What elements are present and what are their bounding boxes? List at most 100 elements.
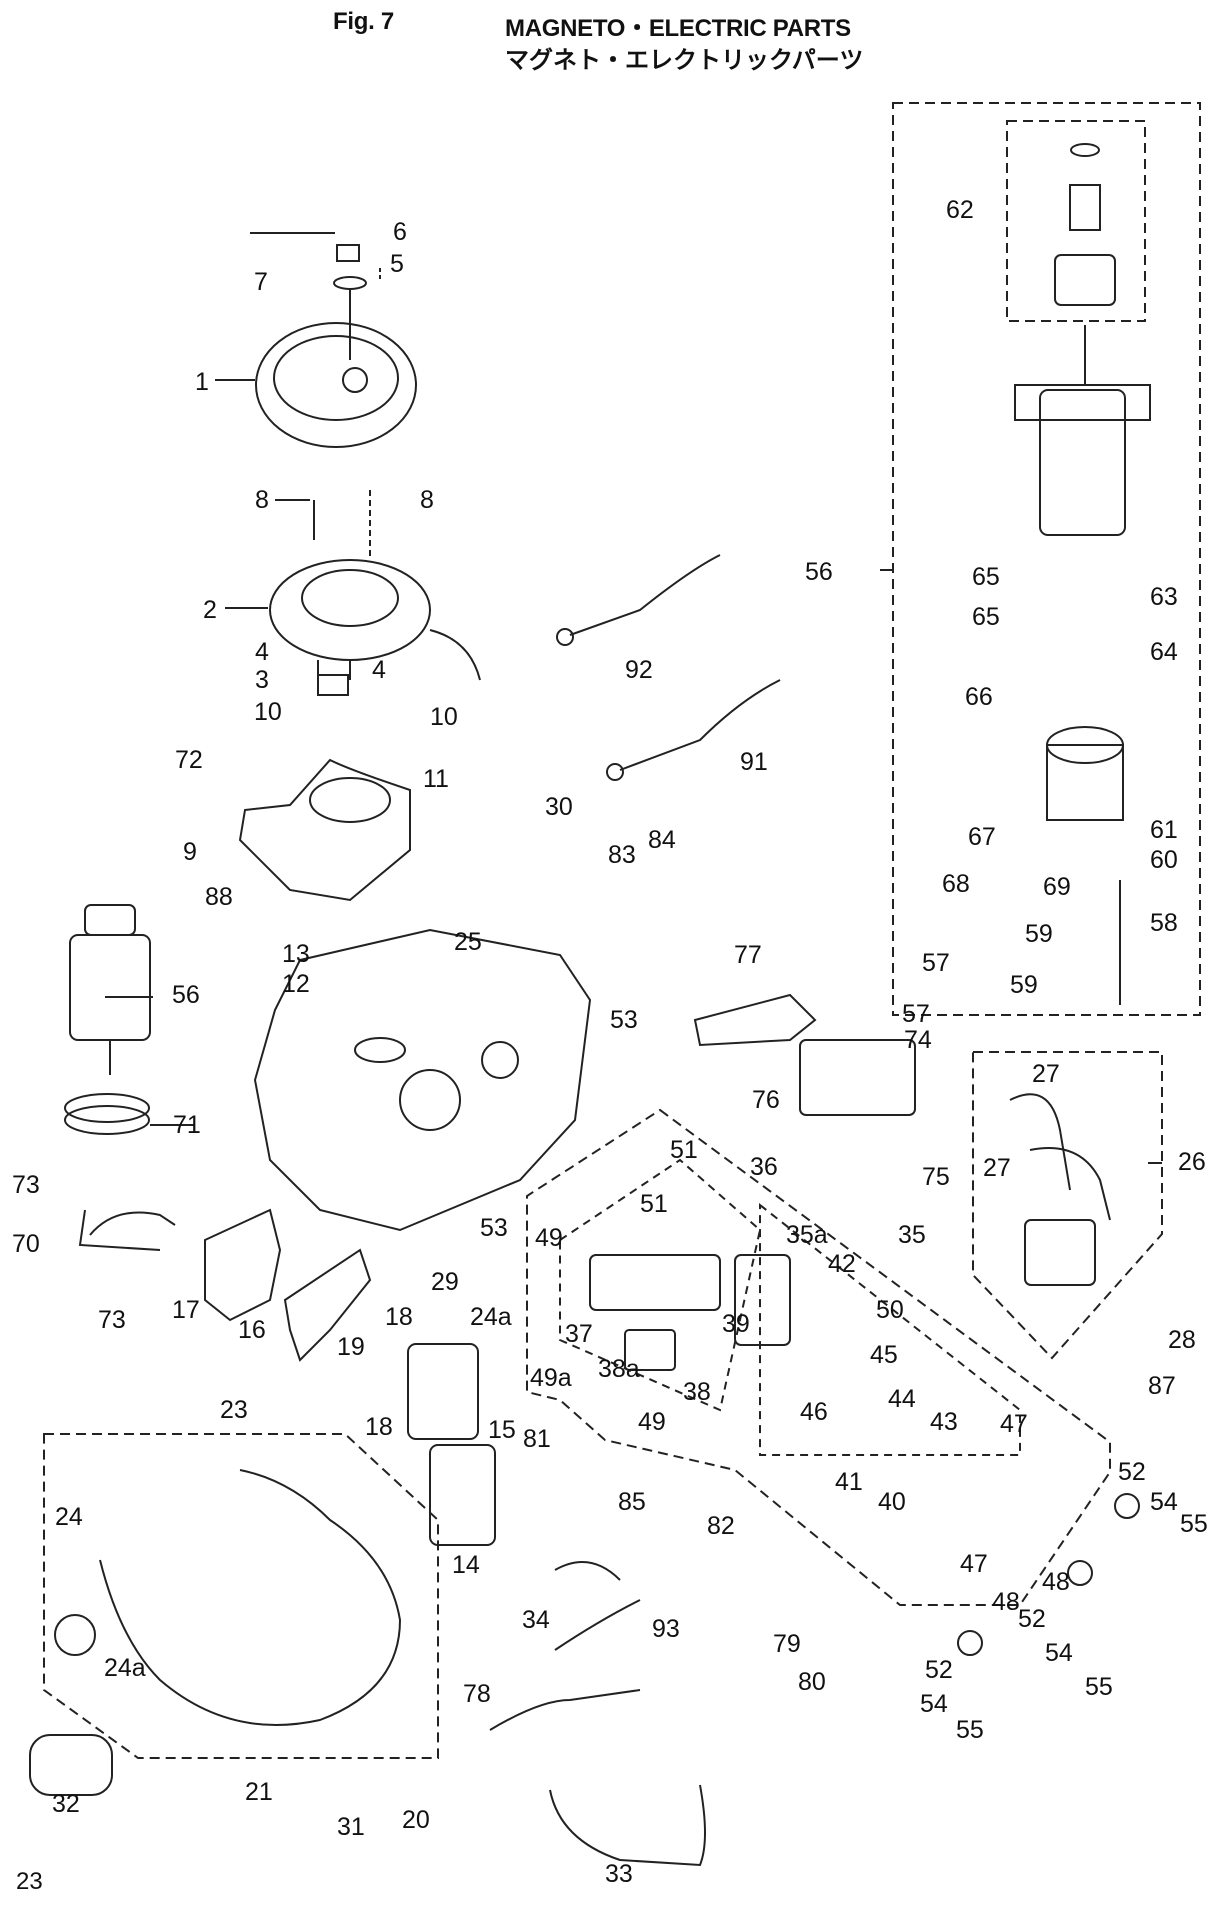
part-callout-21: 21 — [245, 1778, 273, 1806]
cdi-unit — [429, 1444, 496, 1546]
part-callout-47b: 47 — [960, 1550, 988, 1578]
part-callout-49b: 49 — [638, 1408, 666, 1436]
part-callout-27a: 27 — [1032, 1060, 1060, 1088]
figure-title-jp: マグネト・エレクトリックパーツ — [505, 46, 864, 74]
part-callout-12: 12 — [282, 970, 310, 998]
part-callout-18b: 18 — [365, 1413, 393, 1441]
part-callout-40: 40 — [878, 1488, 906, 1516]
part-callout-88: 88 — [205, 883, 233, 911]
part-callout-70: 70 — [12, 1230, 40, 1258]
part-callout-55c: 55 — [956, 1716, 984, 1744]
part-callout-43: 43 — [930, 1408, 958, 1436]
part-callout-19: 19 — [337, 1333, 365, 1361]
part-callout-11: 11 — [423, 765, 449, 793]
cdi-case — [407, 1343, 479, 1440]
part-callout-31: 31 — [337, 1813, 365, 1841]
part-callout-23: 23 — [220, 1396, 248, 1424]
part-callout-15: 15 — [488, 1416, 516, 1444]
part-callout-4a: 4 — [255, 638, 269, 666]
part-callout-42: 42 — [828, 1250, 856, 1278]
part-callout-59a: 59 — [1025, 920, 1053, 948]
part-callout-9: 9 — [183, 838, 197, 866]
part-callout-37: 37 — [565, 1320, 593, 1348]
part-callout-62: 62 — [946, 196, 974, 224]
part-callout-58: 58 — [1150, 909, 1178, 937]
part-callout-10a: 10 — [254, 698, 282, 726]
pinion-subgroup-box — [1006, 120, 1146, 322]
rectifier — [799, 1039, 916, 1116]
flywheel — [255, 322, 417, 448]
part-callout-57b: 57 — [902, 1000, 930, 1028]
part-callout-91: 91 — [740, 748, 768, 776]
part-callout-68: 68 — [942, 870, 970, 898]
part-callout-69: 69 — [1043, 873, 1071, 901]
part-callout-5: 5 — [390, 250, 404, 278]
figure-title-en: MAGNETO・ELECTRIC PARTS — [505, 15, 851, 42]
part-callout-24: 24 — [55, 1503, 83, 1531]
part-callout-50: 50 — [876, 1296, 904, 1324]
part-callout-49a: 49 — [535, 1224, 563, 1252]
starter-motor-left — [69, 934, 151, 1041]
part-callout-54b: 54 — [1045, 1639, 1073, 1667]
part-callout-64: 64 — [1150, 638, 1178, 666]
part-callout-80: 80 — [798, 1668, 826, 1696]
part-callout-57a: 57 — [922, 949, 950, 977]
part-callout-17: 17 — [172, 1296, 200, 1324]
part-callout-72: 72 — [175, 746, 203, 774]
ignition-coil-group-box — [972, 1051, 1163, 1360]
part-callout-52a: 52 — [1118, 1458, 1146, 1486]
part-callout-45: 45 — [870, 1341, 898, 1369]
part-callout-27b: 27 — [983, 1154, 1011, 1182]
part-callout-53a: 53 — [610, 1006, 638, 1034]
part-callout-13: 13 — [282, 940, 310, 968]
part-callout-51b: 51 — [640, 1190, 668, 1218]
stator — [269, 559, 431, 661]
crankcase — [253, 928, 592, 1232]
part-callout-87: 87 — [1148, 1372, 1176, 1400]
part-callout-92: 92 — [625, 656, 653, 684]
subgroup-35a-box — [759, 1202, 1021, 1456]
stator-base — [238, 758, 411, 902]
starter-motor-right — [1039, 389, 1126, 536]
part-callout-79: 79 — [773, 1630, 801, 1658]
part-callout-8b: 8 — [420, 486, 434, 514]
part-callout-81: 81 — [523, 1425, 551, 1453]
part-callout-4b: 4 — [372, 656, 386, 684]
part-callout-35: 35 — [898, 1221, 926, 1249]
part-callout-2: 2 — [203, 596, 217, 624]
part-callout-61: 61 — [1150, 816, 1178, 844]
part-callout-38: 38 — [683, 1378, 711, 1406]
part-callout-30: 30 — [545, 793, 573, 821]
part-callout-51a: 51 — [670, 1136, 698, 1164]
wire-harness-group-box — [43, 1433, 439, 1759]
part-callout-48b: 48 — [1042, 1568, 1070, 1596]
part-callout-18a: 18 — [385, 1303, 413, 1331]
part-callout-84: 84 — [648, 826, 676, 854]
junction-box-group-box — [526, 1108, 1111, 1606]
corrugated-tube — [29, 1734, 113, 1796]
part-callout-28: 28 — [1168, 1326, 1196, 1354]
part-callout-48a: 48 — [992, 1588, 1020, 1616]
part-callout-7: 7 — [254, 268, 268, 296]
part-callout-24a1: 24a — [470, 1303, 512, 1331]
part-callout-26: 26 — [1178, 1148, 1206, 1176]
part-callout-63: 63 — [1150, 583, 1178, 611]
part-callout-29: 29 — [431, 1268, 459, 1296]
part-callout-93: 93 — [652, 1615, 680, 1643]
part-callout-85: 85 — [618, 1488, 646, 1516]
part-callout-36: 36 — [750, 1153, 778, 1181]
part-callout-66: 66 — [965, 683, 993, 711]
part-callout-52c: 52 — [925, 1656, 953, 1684]
part-callout-41: 41 — [835, 1468, 863, 1496]
part-callout-1: 1 — [195, 368, 209, 396]
part-callout-25: 25 — [454, 928, 482, 956]
figure-label: Fig. 7 — [333, 8, 394, 35]
part-callout-10b: 10 — [430, 703, 458, 731]
part-callout-54a: 54 — [1150, 1488, 1178, 1516]
part-callout-6: 6 — [393, 218, 407, 246]
part-callout-52b: 52 — [1018, 1605, 1046, 1633]
ignition-coil — [1024, 1219, 1096, 1286]
part-callout-65a: 65 — [972, 563, 1000, 591]
starter-group-box — [892, 102, 1201, 1016]
